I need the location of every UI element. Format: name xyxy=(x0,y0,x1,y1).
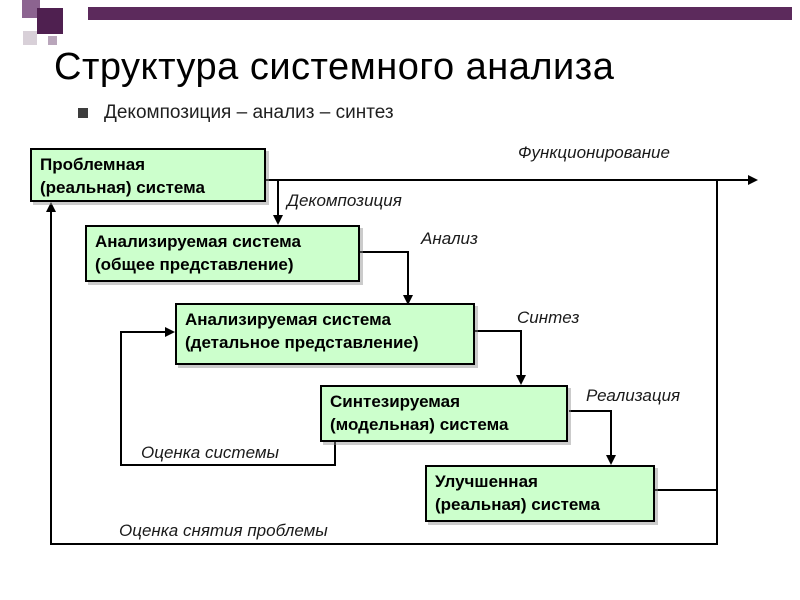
header-accent-bar xyxy=(88,7,792,20)
arrowhead-synthesis-icon xyxy=(516,375,526,385)
line-decomposition xyxy=(277,180,279,216)
line-synthesis-h xyxy=(474,330,522,332)
box-text-line: Проблемная xyxy=(40,155,146,174)
arrowhead-decomposition-icon xyxy=(273,215,283,225)
box-improved-system: Улучшенная (реальная) система xyxy=(425,465,655,522)
box-problem-system: Проблемная (реальная) система xyxy=(30,148,266,202)
box-text-line: Анализируемая система xyxy=(95,232,301,251)
label-functioning: Функционирование xyxy=(518,143,670,162)
box-text-line: Синтезируемая xyxy=(330,392,461,411)
deco-square-icon xyxy=(22,0,40,18)
box-text-line: Улучшенная xyxy=(435,472,538,491)
arrowhead-analysis-icon xyxy=(403,295,413,305)
slide-title: Структура системного анализа xyxy=(54,46,615,88)
bullet-item: Декомпозиция – анализ – синтез xyxy=(78,102,394,124)
line-problem-eval-h xyxy=(50,543,718,545)
box-text-line: Анализируемая система xyxy=(185,310,391,329)
label-problem-removal-evaluation: Оценка снятия проблемы xyxy=(119,521,328,540)
deco-square-icon xyxy=(37,8,63,34)
box-text-line: (детальное представление) xyxy=(185,332,419,352)
line-improved-connector xyxy=(655,489,717,491)
arrowhead-problem-eval-icon xyxy=(46,202,56,212)
line-synthesis-v xyxy=(520,331,522,376)
line-right-feedback xyxy=(716,180,718,545)
box-text-line: (модельная) система xyxy=(330,414,509,434)
line-system-eval-drop xyxy=(334,441,336,466)
line-analysis-v xyxy=(407,252,409,296)
label-synthesis: Синтез xyxy=(517,308,580,327)
line-system-eval-h xyxy=(120,464,336,466)
line-system-eval-in xyxy=(121,331,166,333)
box-analyzed-system-general: Анализируемая система (общее представлен… xyxy=(85,225,360,282)
arrowhead-system-eval-icon xyxy=(165,327,175,337)
line-realization-v xyxy=(610,411,612,456)
line-functioning xyxy=(265,179,748,181)
box-text-line: (реальная) система xyxy=(435,494,600,514)
box-text-line: (реальная) система xyxy=(40,177,205,197)
box-text-line: (общее представление) xyxy=(95,254,294,274)
deco-square-icon xyxy=(48,36,57,45)
line-analysis-h xyxy=(359,251,409,253)
box-analyzed-system-detailed: Анализируемая система (детальное предста… xyxy=(175,303,475,365)
bullet-text: Декомпозиция – анализ – синтез xyxy=(104,102,394,123)
label-realization: Реализация xyxy=(586,386,681,405)
deco-square-icon xyxy=(23,31,37,45)
box-synthesized-system: Синтезируемая (модельная) система xyxy=(320,385,568,442)
label-analysis: Анализ xyxy=(421,229,478,248)
arrowhead-realization-icon xyxy=(606,455,616,465)
bullet-square-icon xyxy=(78,108,88,118)
label-decomposition: Декомпозиция xyxy=(287,191,402,210)
arrowhead-functioning-icon xyxy=(748,175,758,185)
line-system-eval-v xyxy=(120,331,122,466)
line-problem-eval-v xyxy=(50,211,52,545)
label-system-evaluation: Оценка системы xyxy=(141,443,280,462)
line-realization-h xyxy=(569,410,612,412)
